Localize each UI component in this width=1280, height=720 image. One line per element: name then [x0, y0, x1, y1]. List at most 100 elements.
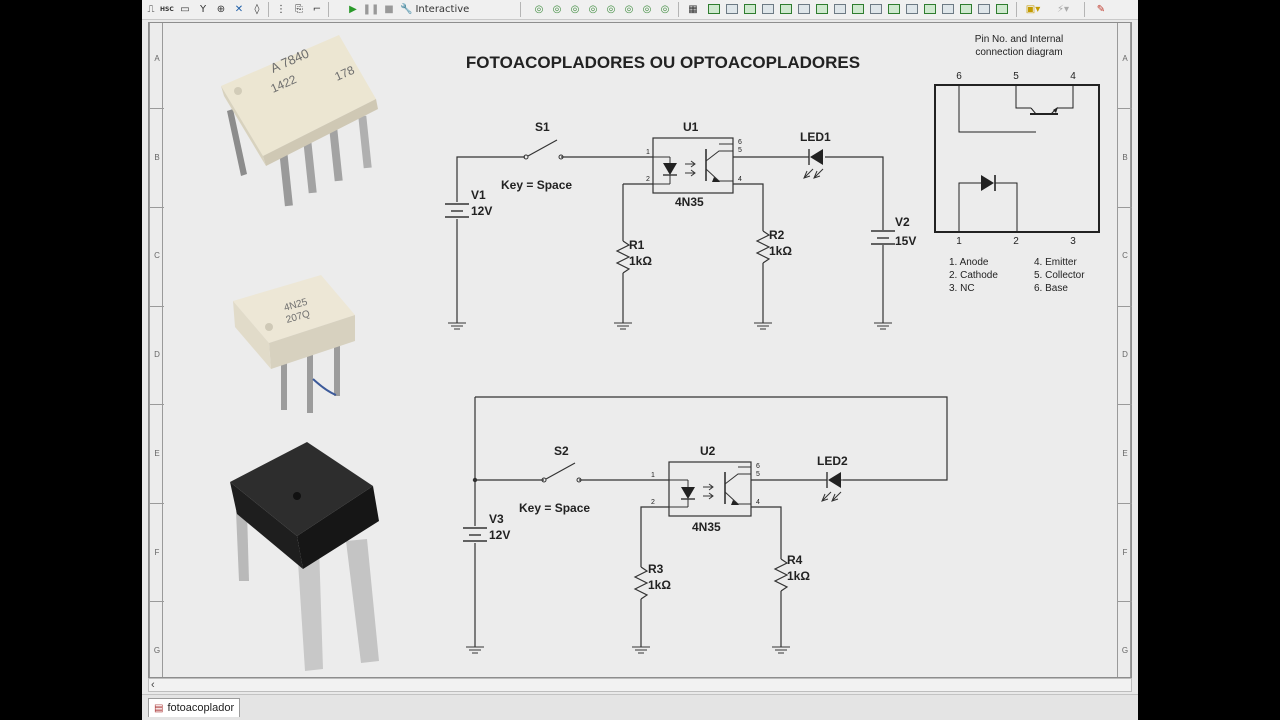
battery-v3-symbol[interactable]	[463, 527, 487, 542]
led1-symbol[interactable]	[803, 149, 824, 179]
instrument-18-icon[interactable]	[996, 4, 1008, 14]
wrench-icon: 🔧	[400, 3, 413, 15]
r4-label: R4	[787, 553, 803, 567]
instrument-7-icon[interactable]	[798, 4, 810, 14]
resistor-r3-symbol[interactable]	[633, 566, 649, 600]
legend-cathode: 2. Cathode	[949, 270, 998, 281]
optocoupler-u2-symbol[interactable]	[668, 461, 752, 517]
component-icon[interactable]: ✕	[234, 3, 244, 15]
resistor-r1-symbol[interactable]	[615, 240, 631, 274]
instrument-17-icon[interactable]	[978, 4, 990, 14]
instrument-6-icon[interactable]	[780, 4, 792, 14]
circuit-1: V1 12V S1 Key = Space	[445, 120, 916, 330]
application-window: ⎍ HSC ▭ Y ⊕ ✕ ◊ ⋮ ⎘ ⌐ ▶ ❚❚ ■ 🔧Interactiv…	[142, 0, 1138, 720]
pause-icon[interactable]: ❚❚	[362, 3, 380, 15]
meter-icon[interactable]: ▭	[180, 3, 190, 15]
row-label-g-right: G	[1121, 646, 1129, 655]
probe-b-icon[interactable]: ◎	[552, 3, 562, 15]
place-icon[interactable]: ⎘	[295, 3, 303, 15]
instrument-13-icon[interactable]	[906, 4, 918, 14]
hsc-label: HSC	[160, 5, 174, 13]
instrument-9-icon[interactable]	[834, 4, 846, 14]
legend-anode: 1. Anode	[949, 257, 989, 268]
probe-f-icon[interactable]: ◎	[624, 3, 634, 15]
bus-icon[interactable]: ⋮	[276, 3, 286, 15]
circuit-2: V3 12V S2 Key = Space	[463, 396, 948, 654]
switch-s2-symbol[interactable]	[541, 462, 582, 483]
u1-pin-4: 4	[738, 176, 742, 183]
instrument-14-icon[interactable]	[924, 4, 936, 14]
u1-pin-5: 5	[738, 147, 742, 154]
run-icon[interactable]: ▶	[349, 3, 357, 15]
row-label-f-right: F	[1122, 548, 1128, 557]
probe-e-icon[interactable]: ◎	[606, 3, 616, 15]
tab-fotoacoplador[interactable]: ▤ fotoacoplador	[148, 698, 241, 717]
r3-label: R3	[648, 562, 664, 576]
switch-s1-symbol[interactable]	[523, 139, 564, 160]
ground-symbol	[466, 646, 790, 654]
instrument-4-icon[interactable]	[744, 4, 756, 14]
legend-base: 6. Base	[1034, 283, 1068, 294]
instrument-12-icon[interactable]	[888, 4, 900, 14]
schematic-sheet[interactable]: A B C D E F G A B C D E F G	[148, 22, 1132, 678]
row-label-f: F	[154, 548, 160, 557]
instrument-3-icon[interactable]	[726, 4, 738, 14]
instrument-15-icon[interactable]	[942, 4, 954, 14]
r4-value: 1kΩ	[787, 569, 810, 583]
u2-pin-5: 5	[756, 471, 760, 478]
probe-a-icon[interactable]: ◎	[534, 3, 544, 15]
oscilloscope-icon[interactable]: ⎍	[147, 3, 155, 15]
probe-c-icon[interactable]: ◎	[570, 3, 580, 15]
s2-label: S2	[554, 444, 569, 458]
instrument-11-icon[interactable]	[870, 4, 882, 14]
u1-pin-6: 6	[738, 139, 742, 146]
led2-label: LED2	[817, 454, 848, 468]
probe-h-icon[interactable]: ◎	[660, 3, 670, 15]
optocoupler-u1-symbol[interactable]	[652, 137, 734, 194]
sheet-title: FOTOACOPLADORES OU OPTOACOPLADORES	[466, 53, 860, 72]
probe-d-icon[interactable]: ◎	[588, 3, 598, 15]
schematic-canvas: FOTOACOPLADORES OU OPTOACOPLADORES A 784…	[221, 34, 1100, 671]
pinout-diagram: Pin No. and Internal connection diagram …	[934, 34, 1100, 294]
u1-part-label: 4N35	[675, 195, 704, 209]
battery-v1-symbol[interactable]	[445, 203, 469, 218]
document-tab-bar: ▤ fotoacoplador	[142, 694, 1138, 720]
v3-label: V3	[489, 512, 504, 526]
probe-settings-icon[interactable]: ⚡▾	[1056, 3, 1070, 15]
row-label-d-right: D	[1122, 350, 1128, 359]
bulb-icon[interactable]: ◊	[254, 3, 260, 15]
resistor-r2-symbol[interactable]	[755, 230, 771, 264]
mode-label: Interactive	[415, 3, 470, 15]
scroll-left-icon[interactable]: ‹	[151, 679, 155, 691]
instrument-8-icon[interactable]	[816, 4, 828, 14]
pinout-pin-6: 6	[956, 71, 962, 82]
probe-icon[interactable]: ⊕	[216, 3, 226, 15]
hsc-icon[interactable]: HSC	[160, 2, 174, 16]
r1-label: R1	[629, 238, 645, 252]
r1-value: 1kΩ	[629, 254, 652, 268]
resistor-r4-symbol[interactable]	[773, 558, 789, 592]
led2-symbol[interactable]	[821, 472, 843, 502]
instrument-16-icon[interactable]	[960, 4, 972, 14]
horizontal-scrollbar[interactable]: ‹	[148, 678, 1132, 692]
pinout-pin-4: 4	[1070, 71, 1076, 82]
wire-icon[interactable]: ⌐	[312, 3, 322, 15]
instrument-1-icon[interactable]: ▦	[688, 3, 698, 15]
ladder-icon[interactable]: ▣▾	[1025, 3, 1041, 15]
instrument-5-icon[interactable]	[762, 4, 774, 14]
chip-photo-dip8: A 7840 1422 178	[221, 35, 378, 207]
probe-g-icon[interactable]: ◎	[642, 3, 652, 15]
instrument-2-icon[interactable]	[708, 4, 720, 14]
instrument-10-icon[interactable]	[852, 4, 864, 14]
toolbar: ⎍ HSC ▭ Y ⊕ ✕ ◊ ⋮ ⎘ ⌐ ▶ ❚❚ ■ 🔧Interactiv…	[142, 0, 1138, 20]
battery-v2-symbol[interactable]	[871, 230, 895, 245]
stop-icon[interactable]: ■	[384, 3, 394, 15]
probe-tool-icon[interactable]: ✎	[1096, 3, 1106, 15]
row-label-e: E	[154, 449, 160, 458]
right-ruler: A B C D E F G	[1117, 23, 1132, 677]
antenna-icon[interactable]: Y	[199, 3, 207, 15]
u1-label: U1	[683, 120, 699, 134]
interactive-mode-button[interactable]: 🔧Interactive	[400, 2, 469, 16]
s2-key-label: Key = Space	[519, 501, 590, 515]
pinout-pin-3: 3	[1070, 236, 1076, 247]
